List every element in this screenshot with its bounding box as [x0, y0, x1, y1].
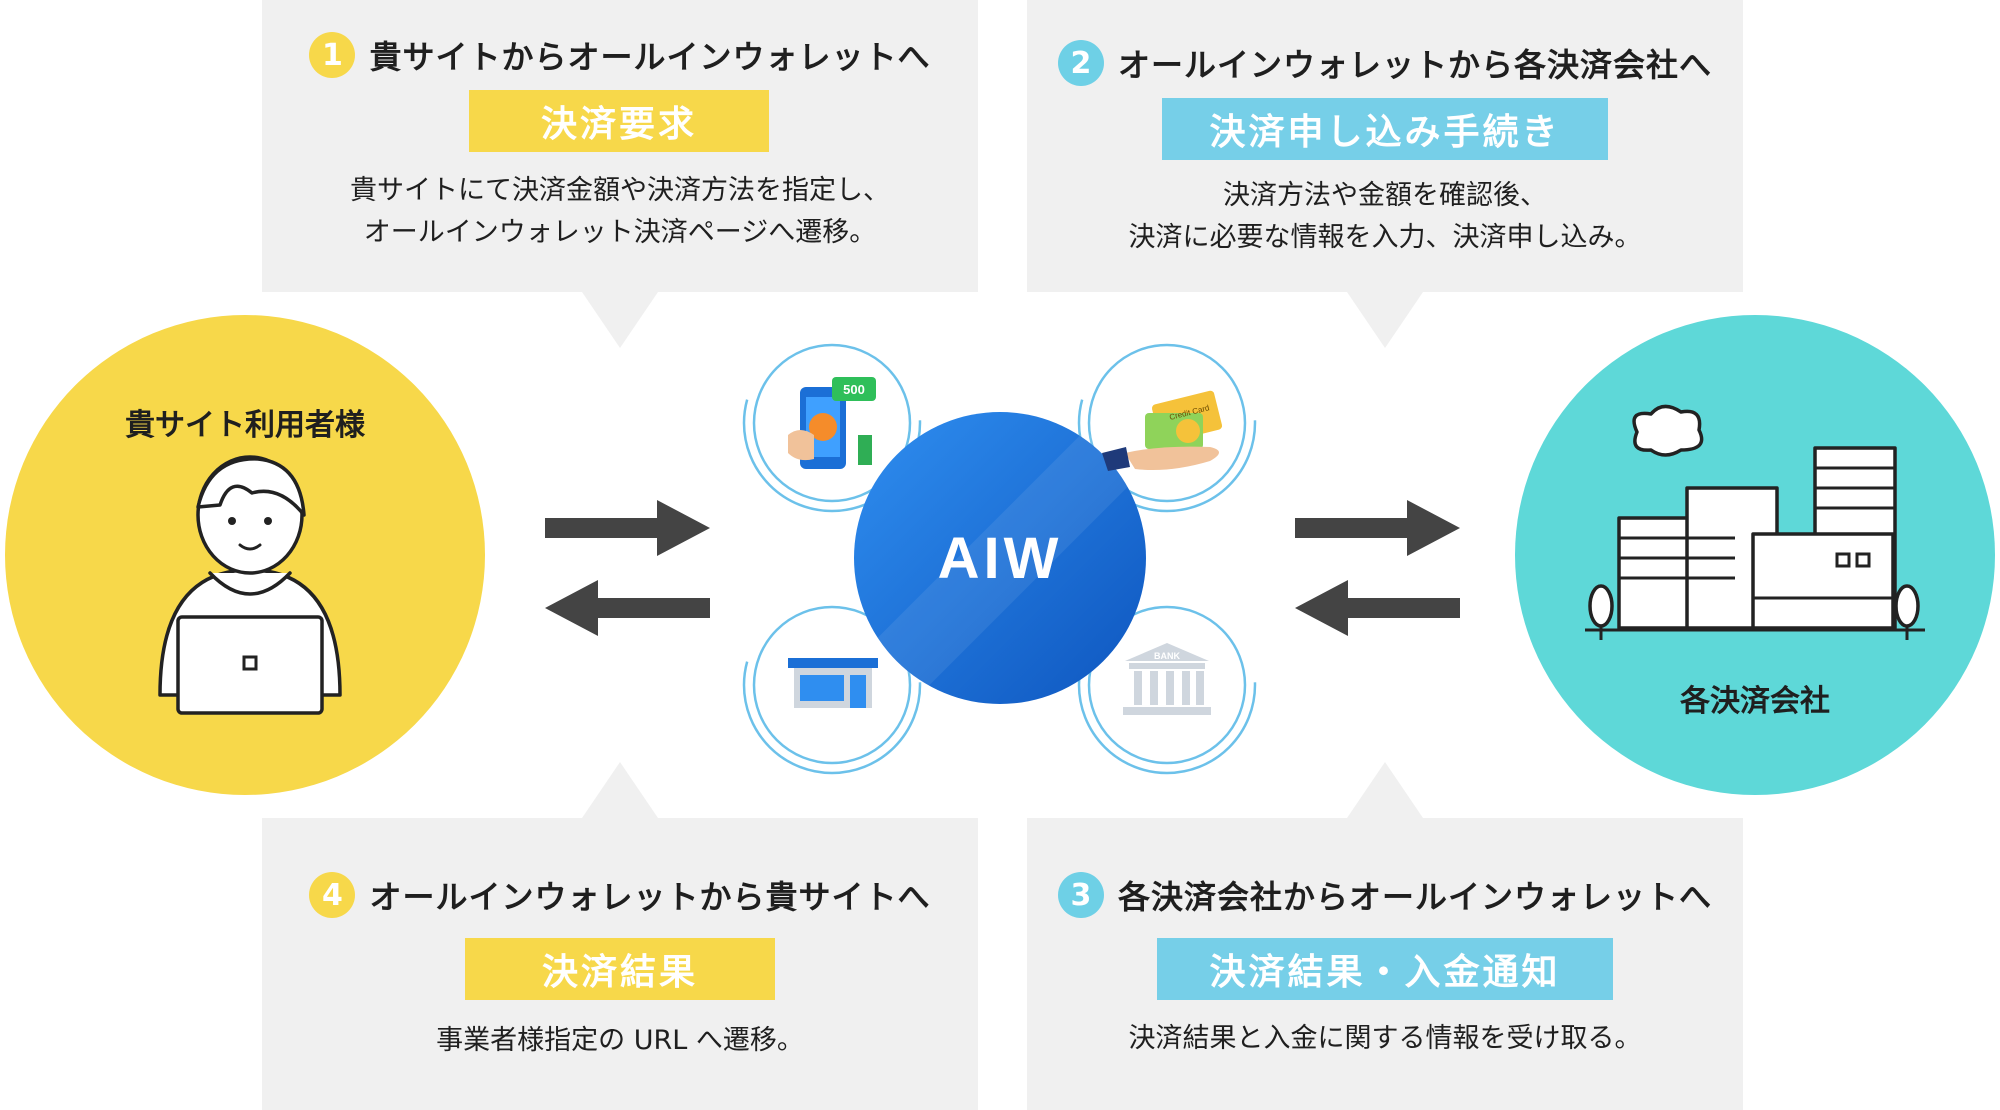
- step-2-label: 決済申し込み手続き: [1162, 98, 1608, 160]
- step-3-header: 3 各決済会社からオールインウォレットへ: [1027, 872, 1743, 918]
- step-2-desc-line-2: 決済に必要な情報を入力、決済申し込み。: [1128, 222, 1642, 253]
- person-laptop-icon: [158, 455, 342, 715]
- left-arrow-icon: [545, 580, 710, 636]
- bank-icon: [1123, 643, 1211, 715]
- convenience-store-icon: [788, 658, 878, 708]
- step-2-number: 2: [1057, 40, 1104, 86]
- step-1-header: 1 貴サイトからオールインウォレットへ: [262, 32, 978, 78]
- step-1-description: 貴サイトにて決済金額や決済方法を指定し、 オールインウォレット決済ページへ遷移。: [262, 170, 978, 254]
- step-1-desc-line-2: オールインウォレット決済ページへ遷移。: [363, 217, 877, 248]
- step-3-card: 3 各決済会社からオールインウォレットへ 決済結果・入金通知 決済結果と入金に関…: [1027, 818, 1743, 1110]
- left-arrow-icon: [1295, 580, 1460, 636]
- phone-badge-text: 500: [843, 382, 865, 397]
- bank-text: BANK: [1154, 651, 1180, 661]
- step-1-title: 貴サイトからオールインウォレットへ: [369, 38, 931, 76]
- aiw-circle: [854, 412, 1146, 704]
- step-2-title: オールインウォレットから各決済会社へ: [1117, 46, 1712, 84]
- step-4-description: 事業者様指定の URL へ遷移。: [262, 1020, 978, 1062]
- step-4-pointer: [582, 762, 658, 818]
- step-2-pointer: [1347, 292, 1423, 348]
- step-1-number: 1: [309, 32, 356, 78]
- step-3-pointer: [1347, 762, 1423, 818]
- step-3-title: 各決済会社からオールインウォレットへ: [1117, 878, 1712, 916]
- credit-card-hand-icon: [1102, 390, 1223, 471]
- step-2-card: 2 オールインウォレットから各決済会社へ 決済申し込み手続き 決済方法や金額を確…: [1027, 0, 1743, 292]
- step-1-desc-line-1: 貴サイトにて決済金額や決済方法を指定し、: [350, 175, 890, 206]
- center-hub: 500 Credit Card BANK AIW: [742, 335, 1257, 775]
- step-3-label: 決済結果・入金通知: [1157, 938, 1613, 1000]
- step-1-card: 1 貴サイトからオールインウォレットへ 決済要求 貴サイトにて決済金額や決済方法…: [262, 0, 978, 292]
- company-label: 各決済会社: [1680, 684, 1830, 719]
- aiw-label: AIW: [938, 526, 1063, 591]
- buildings-icon: [1585, 404, 1925, 640]
- step-2-description: 決済方法や金額を確認後、 決済に必要な情報を入力、決済申し込み。: [1027, 175, 1743, 259]
- right-arrow-icon: [1295, 500, 1460, 556]
- step-2-header: 2 オールインウォレットから各決済会社へ: [1027, 40, 1743, 86]
- step-4-desc-line-1: 事業者様指定の URL へ遷移。: [436, 1025, 804, 1056]
- step-4-number: 4: [309, 872, 356, 918]
- user-label: 貴サイト利用者様: [125, 408, 365, 443]
- step-4-header: 4 オールインウォレットから貴サイトへ: [262, 872, 978, 918]
- step-4-title: オールインウォレットから貴サイトへ: [369, 878, 931, 916]
- phone-payment-icon: [788, 377, 876, 469]
- step-1-label: 決済要求: [469, 90, 769, 152]
- step-3-number: 3: [1057, 872, 1104, 918]
- step-4-label: 決済結果: [465, 938, 775, 1000]
- step-4-card: 4 オールインウォレットから貴サイトへ 決済結果 事業者様指定の URL へ遷移…: [262, 818, 978, 1110]
- step-3-desc-line-1: 決済結果と入金に関する情報を受け取る。: [1128, 1023, 1642, 1054]
- step-1-pointer: [582, 292, 658, 348]
- step-2-desc-line-1: 決済方法や金額を確認後、: [1223, 180, 1547, 211]
- step-3-description: 決済結果と入金に関する情報を受け取る。: [1027, 1018, 1743, 1060]
- right-arrow-icon: [545, 500, 710, 556]
